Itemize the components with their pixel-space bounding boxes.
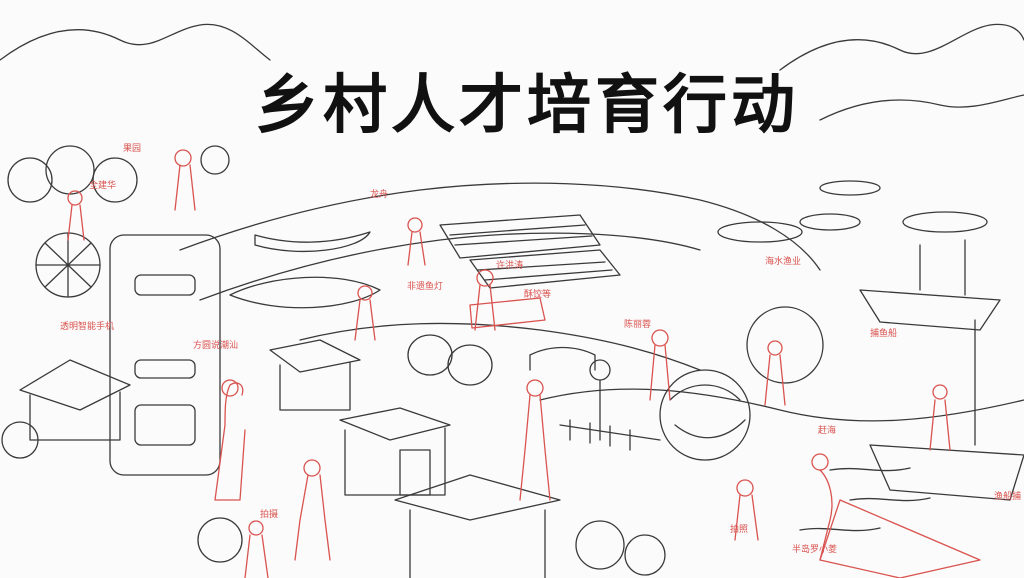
label-chen-lirong: 陈丽蓉: [624, 320, 652, 330]
shop-wall: [344, 427, 446, 496]
xu-figure: [474, 284, 496, 331]
label-orchard: 果园: [123, 144, 142, 154]
dragon-boat-head: [407, 217, 423, 233]
jar-2: [447, 344, 493, 386]
bus-stop-sign: [589, 359, 611, 381]
mountain-left: [0, 23, 271, 61]
orange-segments: [35, 232, 101, 298]
label-su-xiaodeng: 酥饺等: [524, 290, 552, 300]
lamp-head: [357, 285, 373, 301]
table: [469, 297, 546, 329]
lamp-figure: [354, 299, 376, 341]
mountain-right: [779, 23, 1024, 71]
fishing-net: [819, 499, 981, 578]
label-photo-1: 拍摄: [260, 510, 279, 520]
fish-lamp: [229, 276, 381, 309]
temple-wall: [409, 509, 546, 578]
house-mid-wall: [279, 361, 351, 411]
label-fang-yuan: 方圆说潮汕: [193, 341, 239, 351]
hills-right: [819, 94, 1024, 121]
phone-ui-block-2: [134, 359, 196, 379]
phone-outline: [109, 234, 221, 476]
label-xu-shengshen: 许洪涛: [496, 261, 524, 271]
photographer-head-2: [303, 459, 321, 477]
tree-8: [624, 534, 666, 576]
house-left-roof: [19, 359, 131, 411]
house-mid-roof: [269, 339, 361, 373]
label-peninsula: 半岛罗小菱: [792, 545, 838, 555]
label-fishing-boat: 捕鱼船: [870, 329, 898, 339]
fisherman-net-figure: [819, 469, 833, 561]
orchard-head: [174, 149, 192, 167]
photographer-figure-2: [294, 474, 331, 561]
tide-head: [767, 340, 783, 356]
road-upper: [179, 182, 821, 271]
tree-5: [1, 421, 39, 459]
photographer-figure-1: [519, 394, 551, 501]
shop-roof: [339, 407, 451, 441]
fishing-boat-hull: [859, 289, 1001, 331]
tree-6: [197, 517, 243, 563]
fence: [559, 419, 661, 451]
cabbage-leaves: [669, 384, 746, 439]
dragon-boat: [254, 231, 371, 253]
fishing-boat-mast: [919, 239, 966, 296]
label-quan-jinhua: 全建华: [89, 181, 117, 191]
tree-3: [92, 157, 138, 203]
label-dragon-boat: 龙舟: [370, 190, 389, 200]
label-sea-fishery: 海水渔业: [765, 257, 802, 267]
phone-ui-block-1: [134, 274, 196, 296]
water-waves: [799, 467, 931, 532]
tree-1: [7, 157, 53, 203]
phone-ui-block-3: [134, 404, 196, 446]
field-2: [469, 249, 621, 289]
label-transparent-phone: 透明智能手机: [60, 322, 115, 332]
woman-presenter-head: [221, 379, 239, 397]
fishing-boat-2-hull: [869, 444, 1024, 501]
boat-fisher-figure: [929, 399, 951, 451]
road-lower: [199, 232, 701, 301]
chen-lirong-figure: [649, 344, 671, 401]
xu-head: [476, 269, 494, 287]
tree-2: [45, 145, 95, 195]
quan-figure: [67, 204, 85, 241]
fisherman-net-head: [811, 453, 829, 471]
photographer-head-3: [736, 479, 754, 497]
fish-cage-2: [799, 213, 861, 231]
dragon-boat-figure: [407, 231, 426, 266]
shore: [539, 388, 1024, 422]
house-left-wall: [29, 391, 121, 441]
label-tide-catching: 赶海: [818, 426, 837, 436]
porter-head: [248, 520, 264, 536]
porter-figure: [244, 534, 269, 578]
temple-roof: [394, 474, 561, 521]
label-boat-fishing: 渔船捕: [994, 492, 1022, 502]
page-title: 乡村人才培育行动: [255, 69, 799, 143]
chen-lirong-head: [651, 329, 669, 347]
tide-figure: [764, 354, 786, 406]
fish-cage-4: [819, 180, 881, 196]
peach: [746, 306, 824, 384]
tree-4: [200, 145, 230, 175]
cabbage: [659, 369, 751, 461]
field-1: [439, 214, 601, 259]
photographer-head-1: [526, 379, 544, 397]
boat-fisher-head: [932, 384, 948, 400]
field-lines: [449, 224, 613, 281]
bridge: [529, 346, 596, 371]
woman-presenter-figure: [214, 382, 246, 501]
orchard-figure: [174, 164, 196, 211]
photographer-figure-3: [734, 494, 759, 541]
fish-cage-1: [717, 221, 803, 243]
road-front: [299, 322, 701, 371]
jar-1: [407, 334, 453, 376]
quan-head: [67, 190, 83, 206]
tree-7: [575, 520, 625, 570]
fish-cage-3: [902, 211, 988, 233]
label-heritage-fish-lamp: 非遗鱼灯: [407, 282, 444, 292]
label-photo-2: 拍照: [730, 525, 749, 535]
shop-door: [399, 449, 431, 496]
